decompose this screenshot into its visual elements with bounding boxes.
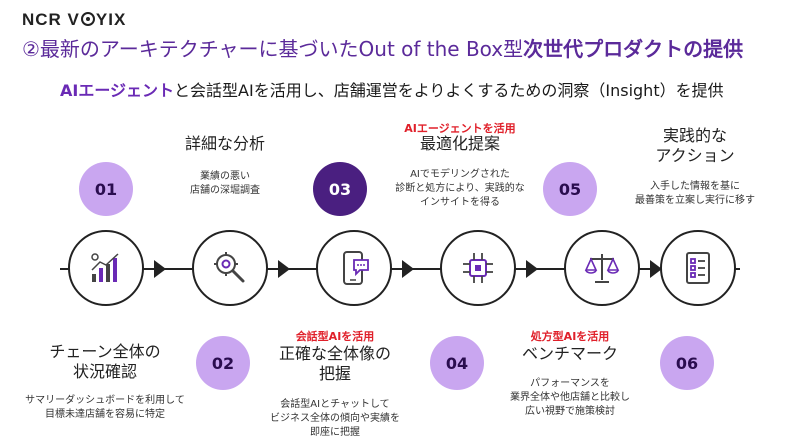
step-1-icon-circle xyxy=(68,230,144,306)
step-2-number-badge: 02 xyxy=(196,336,250,390)
step-1-title: チェーン全体の 状況確認 xyxy=(30,342,180,382)
logo-o-mark-icon xyxy=(80,12,95,26)
step-4-desc-line: 診断と処方により、実践的な xyxy=(395,183,525,194)
step-1-desc-line: 目標未達店舗を容易に特定 xyxy=(45,409,165,420)
step-2-title-line: 詳細な分析 xyxy=(184,134,265,153)
step-6-title: 実践的な アクション xyxy=(620,126,770,166)
step-4-description: AIでモデリングされた 診断と処方により、実践的な インサイトを得る xyxy=(380,168,540,210)
step-4-icon-circle xyxy=(440,230,516,306)
step-6-description: 入手した情報を基に 最善策を立案し実行に移す xyxy=(620,180,770,208)
step-6-number-badge: 06 xyxy=(660,336,714,390)
step-1-number-badge: 01 xyxy=(79,162,133,216)
arrow-right-icon xyxy=(650,260,662,278)
step-5-description: パフォーマンスを 業界全体や他店舗と比較し 広い視野で施策検討 xyxy=(495,377,645,419)
title-plain: ②最新のアーキテクチャーに基づいたOut of the Box型 xyxy=(22,37,524,61)
step-3-desc-line: 会話型AIとチャットして xyxy=(280,399,390,410)
step-2-title: 詳細な分析 xyxy=(160,134,290,154)
logo-text-left: NCR V xyxy=(22,10,80,29)
gear-magnifier-icon xyxy=(214,252,245,283)
step-6-title-line: 実践的な xyxy=(662,126,727,145)
step-5-title-line: ベンチマーク xyxy=(521,344,618,363)
step-2-description: 業績の悪い 店舗の深堀調査 xyxy=(160,170,290,198)
phone-chat-icon xyxy=(343,251,369,285)
step-5-icon-circle xyxy=(564,230,640,306)
step-5-desc-line: パフォーマンスを xyxy=(530,378,610,389)
page-title: ②最新のアーキテクチャーに基づいたOut of the Box型次世代プロダクト… xyxy=(22,33,743,62)
step-5-number-badge: 05 xyxy=(543,162,597,216)
ai-chip-icon xyxy=(463,253,493,283)
step-6-desc-line: 最善策を立案し実行に移す xyxy=(635,195,755,206)
step-5-desc-line: 広い視野で施策検討 xyxy=(525,406,615,417)
step-3-icon-circle xyxy=(316,230,392,306)
page-subtitle: AIエージェントと会話型AIを活用し、店舗運営をよりよくするための洞察（Insi… xyxy=(60,77,724,101)
flow-connector-line xyxy=(60,268,740,270)
ncr-voyix-logo: NCR V YIX xyxy=(22,10,126,30)
step-2-desc-line: 店舗の深堀調査 xyxy=(190,185,260,196)
step-1-desc-line: サマリーダッシュボードを利用して xyxy=(25,395,185,406)
step-3-desc-line: 即座に把握 xyxy=(310,427,360,438)
title-bold: 次世代プロダクトの提供 xyxy=(523,37,744,61)
step-4-title: 最適化提案 xyxy=(380,134,540,154)
step-5-desc-line: 業界全体や他店舗と比較し xyxy=(510,392,630,403)
step-1-description: サマリーダッシュボードを利用して 目標未達店舗を容易に特定 xyxy=(20,394,190,422)
step-3-description: 会話型AIとチャットして ビジネス全体の傾向や実績を 即座に把握 xyxy=(255,398,415,440)
subtitle-text: と会話型AIを活用し、店舗運営をよりよくするための洞察（Insight）を提供 xyxy=(174,81,724,100)
subtitle-highlight: AIエージェント xyxy=(60,81,175,100)
step-3-desc-line: ビジネス全体の傾向や実績を xyxy=(270,413,400,424)
scale-icon xyxy=(584,254,620,283)
analytics-chart-icon xyxy=(91,253,119,282)
step-1-title-line: チェーン全体の xyxy=(49,342,161,361)
step-4-tag: AIエージェントを活用 xyxy=(404,122,516,135)
step-3-title-line: 正確な全体像の xyxy=(278,344,391,363)
step-6-icon-circle xyxy=(660,230,736,306)
checklist-icon xyxy=(686,252,710,284)
step-2-desc-line: 業績の悪い xyxy=(200,171,250,182)
step-5-title: ベンチマーク xyxy=(495,344,645,364)
step-4-desc-line: AIでモデリングされた xyxy=(410,169,510,180)
step-4-number-badge: 04 xyxy=(430,336,484,390)
step-5-tag: 処方型AIを活用 xyxy=(530,330,610,343)
logo-text-right: YIX xyxy=(95,10,127,29)
step-3-tag: 会話型AIを活用 xyxy=(295,330,375,343)
step-3-number-badge: 03 xyxy=(313,162,367,216)
step-1-title-line: 状況確認 xyxy=(72,362,137,381)
step-3-title: 正確な全体像の 把握 xyxy=(255,344,415,384)
arrow-right-icon xyxy=(278,260,290,278)
step-6-desc-line: 入手した情報を基に xyxy=(650,181,740,192)
step-2-icon-circle xyxy=(192,230,268,306)
arrow-right-icon xyxy=(526,260,538,278)
step-3-title-line: 把握 xyxy=(318,364,351,383)
step-4-title-line: 最適化提案 xyxy=(419,134,500,153)
step-6-title-line: アクション xyxy=(655,146,735,165)
arrow-right-icon xyxy=(154,260,166,278)
step-4-desc-line: インサイトを得る xyxy=(420,197,500,208)
arrow-right-icon xyxy=(402,260,414,278)
